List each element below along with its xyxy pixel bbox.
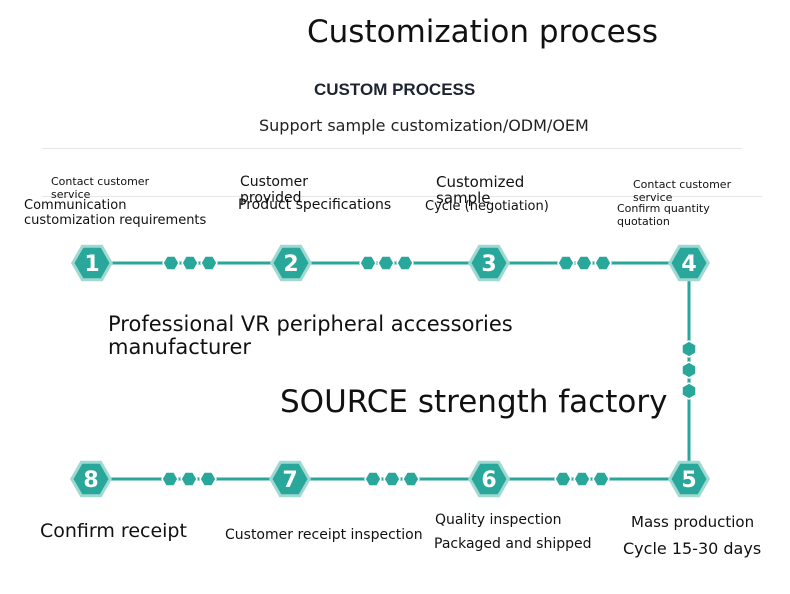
- step-3-number: 3: [481, 252, 496, 277]
- step-2-number: 2: [283, 252, 298, 277]
- connector-dot: [573, 471, 591, 487]
- professional-text: Professional VR peripheral accessories m…: [108, 312, 513, 359]
- step-6-label: Quality inspection: [435, 512, 562, 528]
- faint-strip: [42, 196, 762, 197]
- connector-dot: [575, 255, 593, 271]
- connector-dot: [554, 471, 572, 487]
- step-7-number: 7: [282, 468, 297, 493]
- step-1-hexagon: [74, 247, 110, 279]
- step-4-small: Contact customer service: [633, 178, 732, 204]
- connector-dot: [383, 471, 401, 487]
- connector-dot: [181, 255, 199, 271]
- step-3-small: Customized sample: [436, 173, 525, 207]
- source-text: SOURCE strength factory: [280, 384, 668, 420]
- connector-dot: [359, 255, 377, 271]
- step-3-label: Cycle (negotiation): [425, 199, 549, 214]
- connector-dot: [557, 255, 575, 271]
- connector-dot: [594, 255, 612, 271]
- step-8-number: 8: [83, 468, 98, 493]
- step-5-label2: Cycle 15-30 days: [623, 539, 762, 558]
- step-4-label: Confirm quantity quotation: [617, 202, 710, 228]
- step-6-hexagon: [471, 463, 507, 495]
- connector-dot: [681, 361, 697, 379]
- step-8-label: Confirm receipt: [40, 520, 187, 542]
- connector-dot: [396, 255, 414, 271]
- faint-strip: [42, 148, 742, 149]
- step-6-number: 6: [481, 468, 496, 493]
- connector-dot: [199, 471, 217, 487]
- connector-dot: [592, 471, 610, 487]
- step-7-hexagon: [272, 463, 308, 495]
- step-2-hexagon: [273, 247, 309, 279]
- connector-dot: [200, 255, 218, 271]
- support-text: Support sample customization/ODM/OEM: [259, 116, 589, 135]
- connector-dot: [377, 255, 395, 271]
- connector-dot: [180, 471, 198, 487]
- step-2-small: Customer provided: [240, 174, 309, 206]
- step-6-label2: Packaged and shipped: [434, 536, 592, 552]
- step-5-label: Mass production: [631, 513, 755, 531]
- page-subtitle: CUSTOM PROCESS: [314, 80, 476, 99]
- step-1-label: Communication customization requirements: [24, 198, 207, 228]
- step-1-small: Contact customer service: [51, 175, 150, 201]
- step-5-number: 5: [681, 468, 696, 493]
- step-2-label: Product specifications: [238, 197, 392, 213]
- step-1-number: 1: [84, 252, 99, 277]
- step-8-hexagon: [73, 463, 109, 495]
- page-title: Customization process: [307, 14, 659, 50]
- step-7-label: Customer receipt inspection: [225, 527, 423, 543]
- step-4-hexagon: [671, 247, 707, 279]
- connector-dot: [364, 471, 382, 487]
- connector-dot: [681, 382, 697, 400]
- connector-dot: [162, 255, 180, 271]
- connector-dot: [681, 340, 697, 358]
- connector-dot: [161, 471, 179, 487]
- step-5-hexagon: [671, 463, 707, 495]
- step-4-number: 4: [681, 252, 696, 277]
- step-3-hexagon: [471, 247, 507, 279]
- connector-dot: [402, 471, 420, 487]
